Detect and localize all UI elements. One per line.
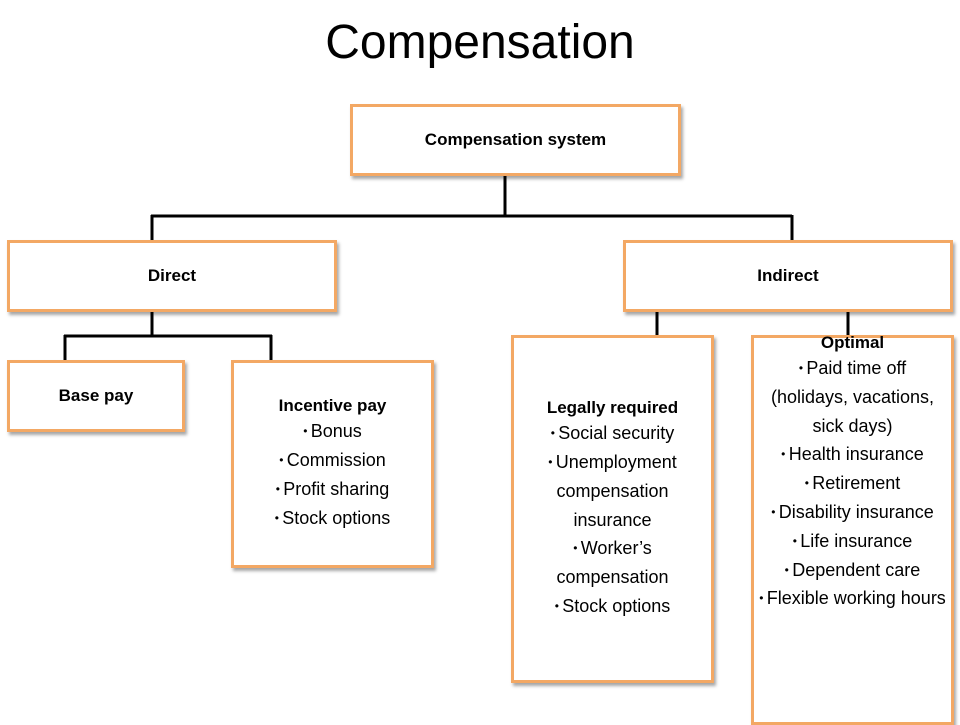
list-item: Flexible working hours [758, 584, 947, 613]
list-item: Profit sharing [275, 475, 391, 504]
page-title: Compensation [325, 16, 635, 69]
list-item: Health insurance [758, 440, 947, 469]
node-label: Compensation system [424, 130, 607, 149]
node-label: Direct [147, 266, 197, 285]
list-item: Social security [518, 419, 707, 448]
node-optimal: Optimal Paid time off (holidays, vacatio… [751, 333, 954, 725]
node-indirect: Indirect [623, 240, 953, 312]
legally-required-list: Social security Unemployment compensatio… [518, 419, 707, 621]
node-compensation-system: Compensation system [350, 104, 681, 176]
incentive-pay-list: Bonus Commission Profit sharing Stock op… [275, 417, 391, 533]
list-item: Unemployment compensation insurance [518, 448, 707, 534]
list-item: Worker’s compensation [518, 534, 707, 592]
list-item: Retirement [758, 469, 947, 498]
node-label: Indirect [757, 266, 819, 285]
list-item: Bonus [275, 417, 391, 446]
list-item: Commission [275, 446, 391, 475]
node-label: Incentive pay [278, 396, 387, 416]
node-label: Legally required [546, 398, 679, 418]
node-incentive-pay: Incentive pay Bonus Commission Profit sh… [231, 360, 434, 568]
list-item: Life insurance [758, 527, 947, 556]
node-label: Base pay [58, 386, 134, 405]
node-base-pay: Base pay [7, 360, 185, 432]
node-legally-required: Legally required Social security Unemplo… [511, 335, 714, 683]
node-label: Optimal [820, 333, 885, 352]
node-direct: Direct [7, 240, 337, 312]
list-item: Stock options [275, 504, 390, 533]
optimal-list: Paid time off (holidays, vacations, sick… [758, 354, 947, 613]
list-item: Stock options [518, 592, 707, 621]
list-item: Paid time off (holidays, vacations, sick… [758, 354, 947, 440]
list-item: Dependent care [758, 556, 947, 585]
list-item: Disability insurance [758, 498, 947, 527]
